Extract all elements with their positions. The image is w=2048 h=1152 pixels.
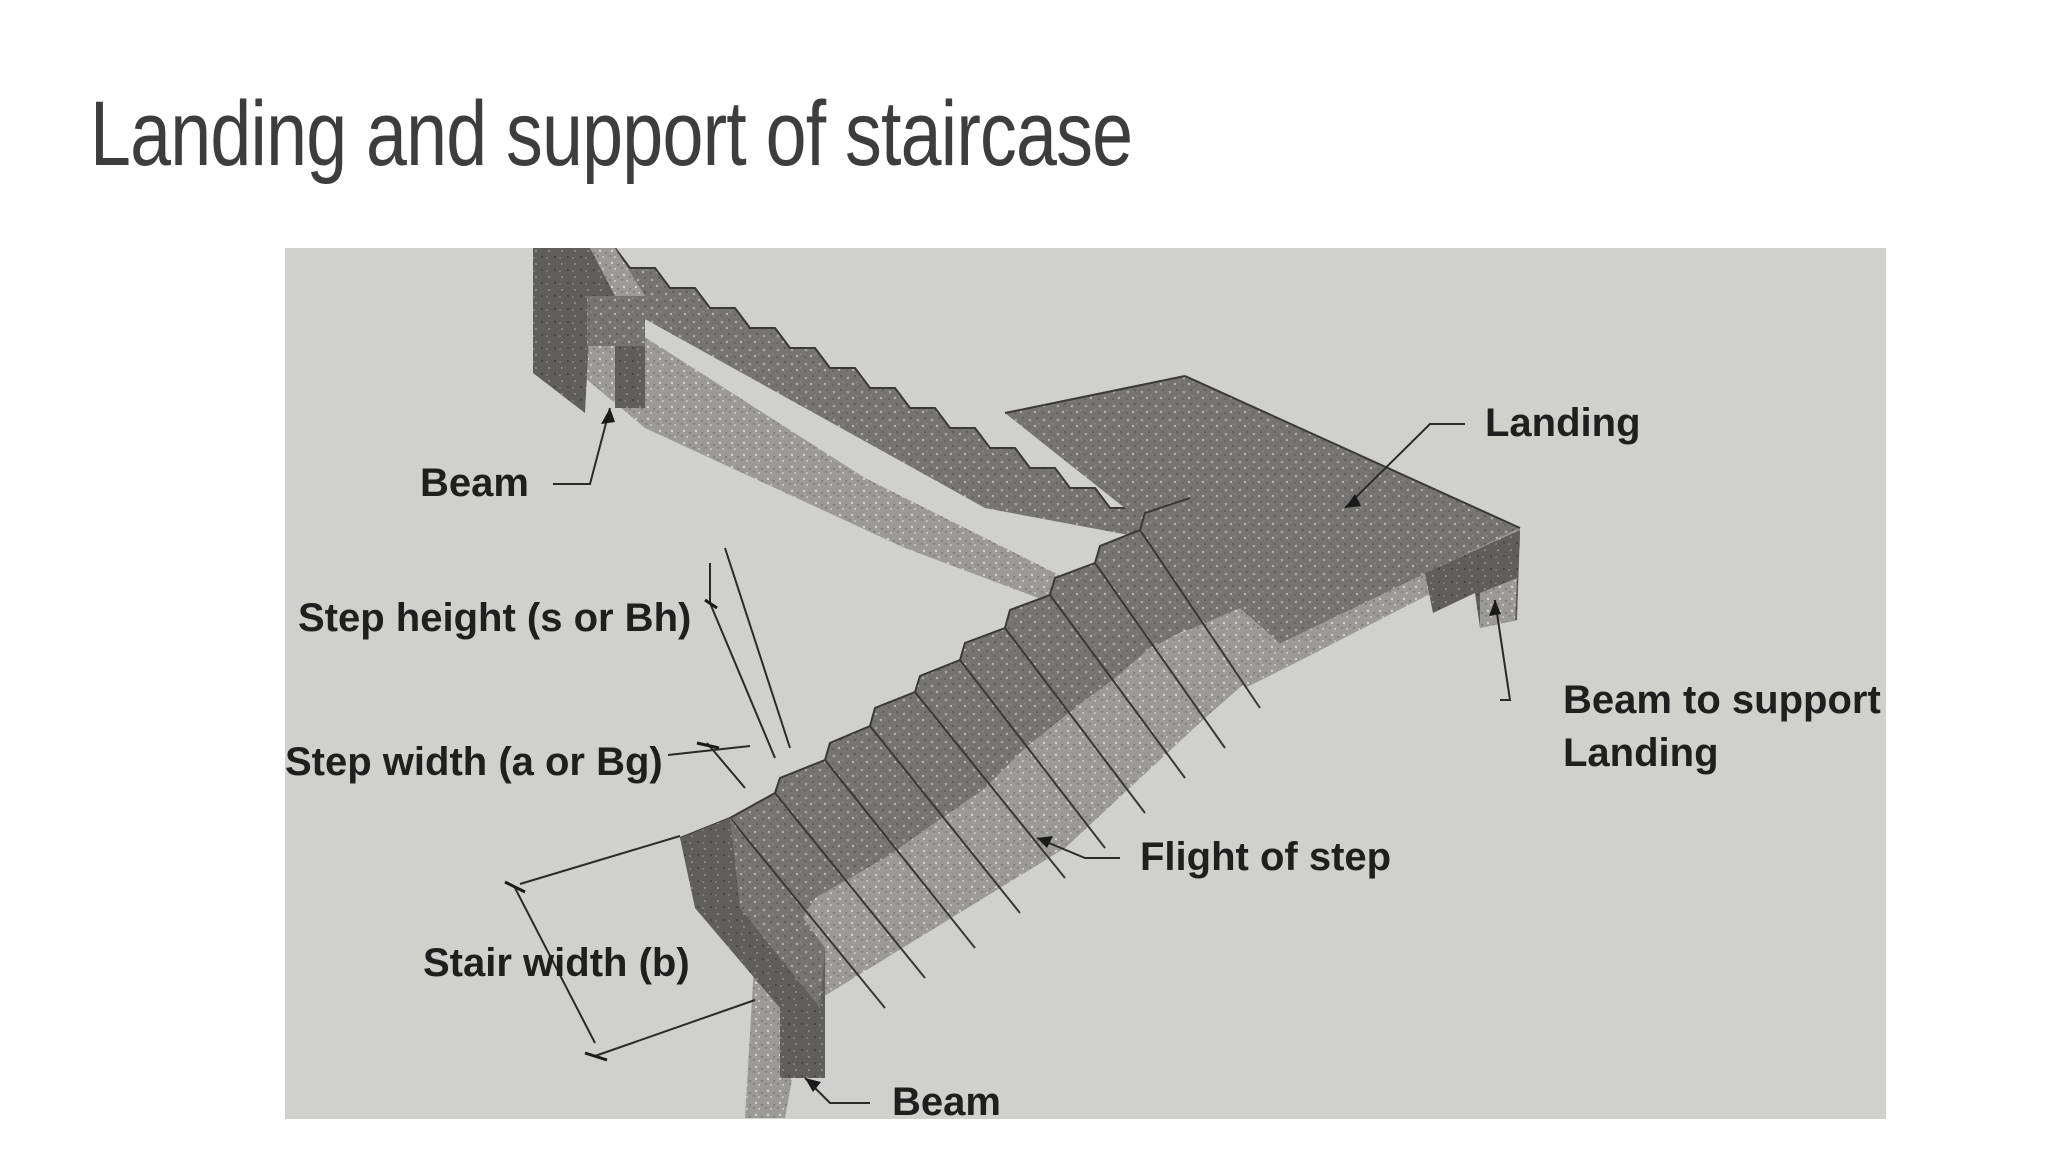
label-beam-bottom: Beam xyxy=(892,1080,1001,1119)
staircase-diagram: Beam Landing Step height (s or Bh) Step … xyxy=(285,248,1886,1119)
label-stair-width: Stair width (b) xyxy=(423,941,690,985)
label-landing: Landing xyxy=(1485,401,1641,445)
arrow-heads xyxy=(601,408,1501,1092)
upper-flight xyxy=(533,248,1165,638)
landing-slab xyxy=(1004,375,1521,688)
label-beam-top: Beam xyxy=(420,461,529,505)
lower-flight xyxy=(679,497,1285,1118)
slide-title: Landing and support of staircase xyxy=(90,83,1133,185)
label-beam-support-line1: Beam to support xyxy=(1563,678,1881,722)
staircase-illustration: Beam Landing Step height (s or Bh) Step … xyxy=(285,248,1881,1119)
dimension-ticks xyxy=(504,598,720,1062)
label-beam-support-line2: Landing xyxy=(1563,731,1719,775)
label-flight-of-step: Flight of step xyxy=(1140,835,1391,879)
label-step-width: Step width (a or Bg) xyxy=(285,740,663,784)
label-step-height: Step height (s or Bh) xyxy=(298,596,691,640)
